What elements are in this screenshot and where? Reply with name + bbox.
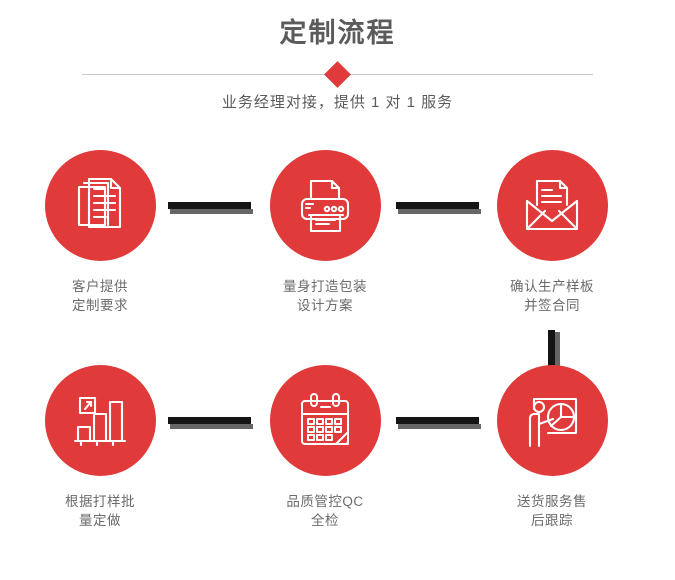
connector-shadow [170, 209, 253, 214]
step-1-circle [44, 150, 156, 261]
step-2-label-line1: 量身打造包装 [283, 279, 367, 294]
step-4-label-line1: 根据打样批 [65, 494, 135, 509]
step-3-label-line2: 并签合同 [524, 298, 580, 313]
step-2-circle [269, 150, 381, 261]
connector-2-3 [396, 202, 481, 214]
connector-bar [168, 202, 251, 209]
connector-5-6 [396, 417, 481, 429]
step-5-circle [269, 365, 381, 476]
step-3-label: 确认生产样板 并签合同 [462, 277, 642, 315]
flow-step-4[interactable]: 根据打样批 量定做 [10, 365, 190, 530]
flow-step-3[interactable]: 确认生产样板 并签合同 [462, 150, 642, 315]
step-1-label: 客户提供 定制要求 [10, 277, 190, 315]
envelope-document-icon [521, 175, 583, 237]
connector-bar [396, 417, 479, 424]
connector-shadow [398, 209, 481, 214]
step-3-label-line1: 确认生产样板 [510, 279, 594, 294]
presenter-pie-chart-icon [521, 390, 583, 452]
step-5-label-line2: 全检 [311, 513, 339, 528]
step-5-label-line1: 品质管控QC [286, 494, 364, 509]
connector-3-6 [548, 330, 560, 372]
page-header: 定制流程 业务经理对接，提供 1 对 1 服务 [0, 0, 675, 112]
calendar-icon [294, 390, 356, 452]
flow-step-6[interactable]: 送货服务售 后跟踪 [462, 365, 642, 530]
step-3-circle [496, 150, 608, 261]
page-subtitle: 业务经理对接，提供 1 对 1 服务 [221, 94, 454, 112]
process-flow: 客户提供 定制要求 [0, 150, 675, 580]
title-divider [0, 61, 675, 89]
connector-1-2 [168, 202, 253, 214]
connector-shadow [398, 424, 481, 429]
step-2-label: 量身打造包装 设计方案 [235, 277, 415, 315]
documents-stack-icon [69, 175, 131, 237]
step-6-circle [496, 365, 608, 476]
connector-bar [168, 417, 251, 424]
connector-bar [548, 330, 555, 370]
printer-icon [294, 175, 356, 237]
flow-row-bottom: 根据打样批 量定做 [0, 365, 675, 580]
bar-chart-growth-icon [69, 390, 131, 452]
flow-row-top: 客户提供 定制要求 [0, 150, 675, 372]
connector-4-5 [168, 417, 253, 429]
step-4-label-line2: 量定做 [79, 513, 121, 528]
step-6-label-line1: 送货服务售 [517, 494, 587, 509]
step-1-label-line1: 客户提供 [72, 279, 128, 294]
step-2-label-line2: 设计方案 [297, 298, 353, 313]
step-5-label: 品质管控QC 全检 [235, 492, 415, 530]
connector-shadow [170, 424, 253, 429]
connector-shadow [555, 332, 560, 372]
step-1-label-line2: 定制要求 [72, 298, 128, 313]
connector-bar [396, 202, 479, 209]
flow-step-1[interactable]: 客户提供 定制要求 [10, 150, 190, 315]
flow-step-5[interactable]: 品质管控QC 全检 [235, 365, 415, 530]
step-4-label: 根据打样批 量定做 [10, 492, 190, 530]
diamond-icon [323, 61, 351, 89]
step-4-circle [44, 365, 156, 476]
step-6-label: 送货服务售 后跟踪 [462, 492, 642, 530]
page-title: 定制流程 [279, 18, 396, 48]
step-6-label-line2: 后跟踪 [531, 513, 573, 528]
flow-step-2[interactable]: 量身打造包装 设计方案 [235, 150, 415, 315]
